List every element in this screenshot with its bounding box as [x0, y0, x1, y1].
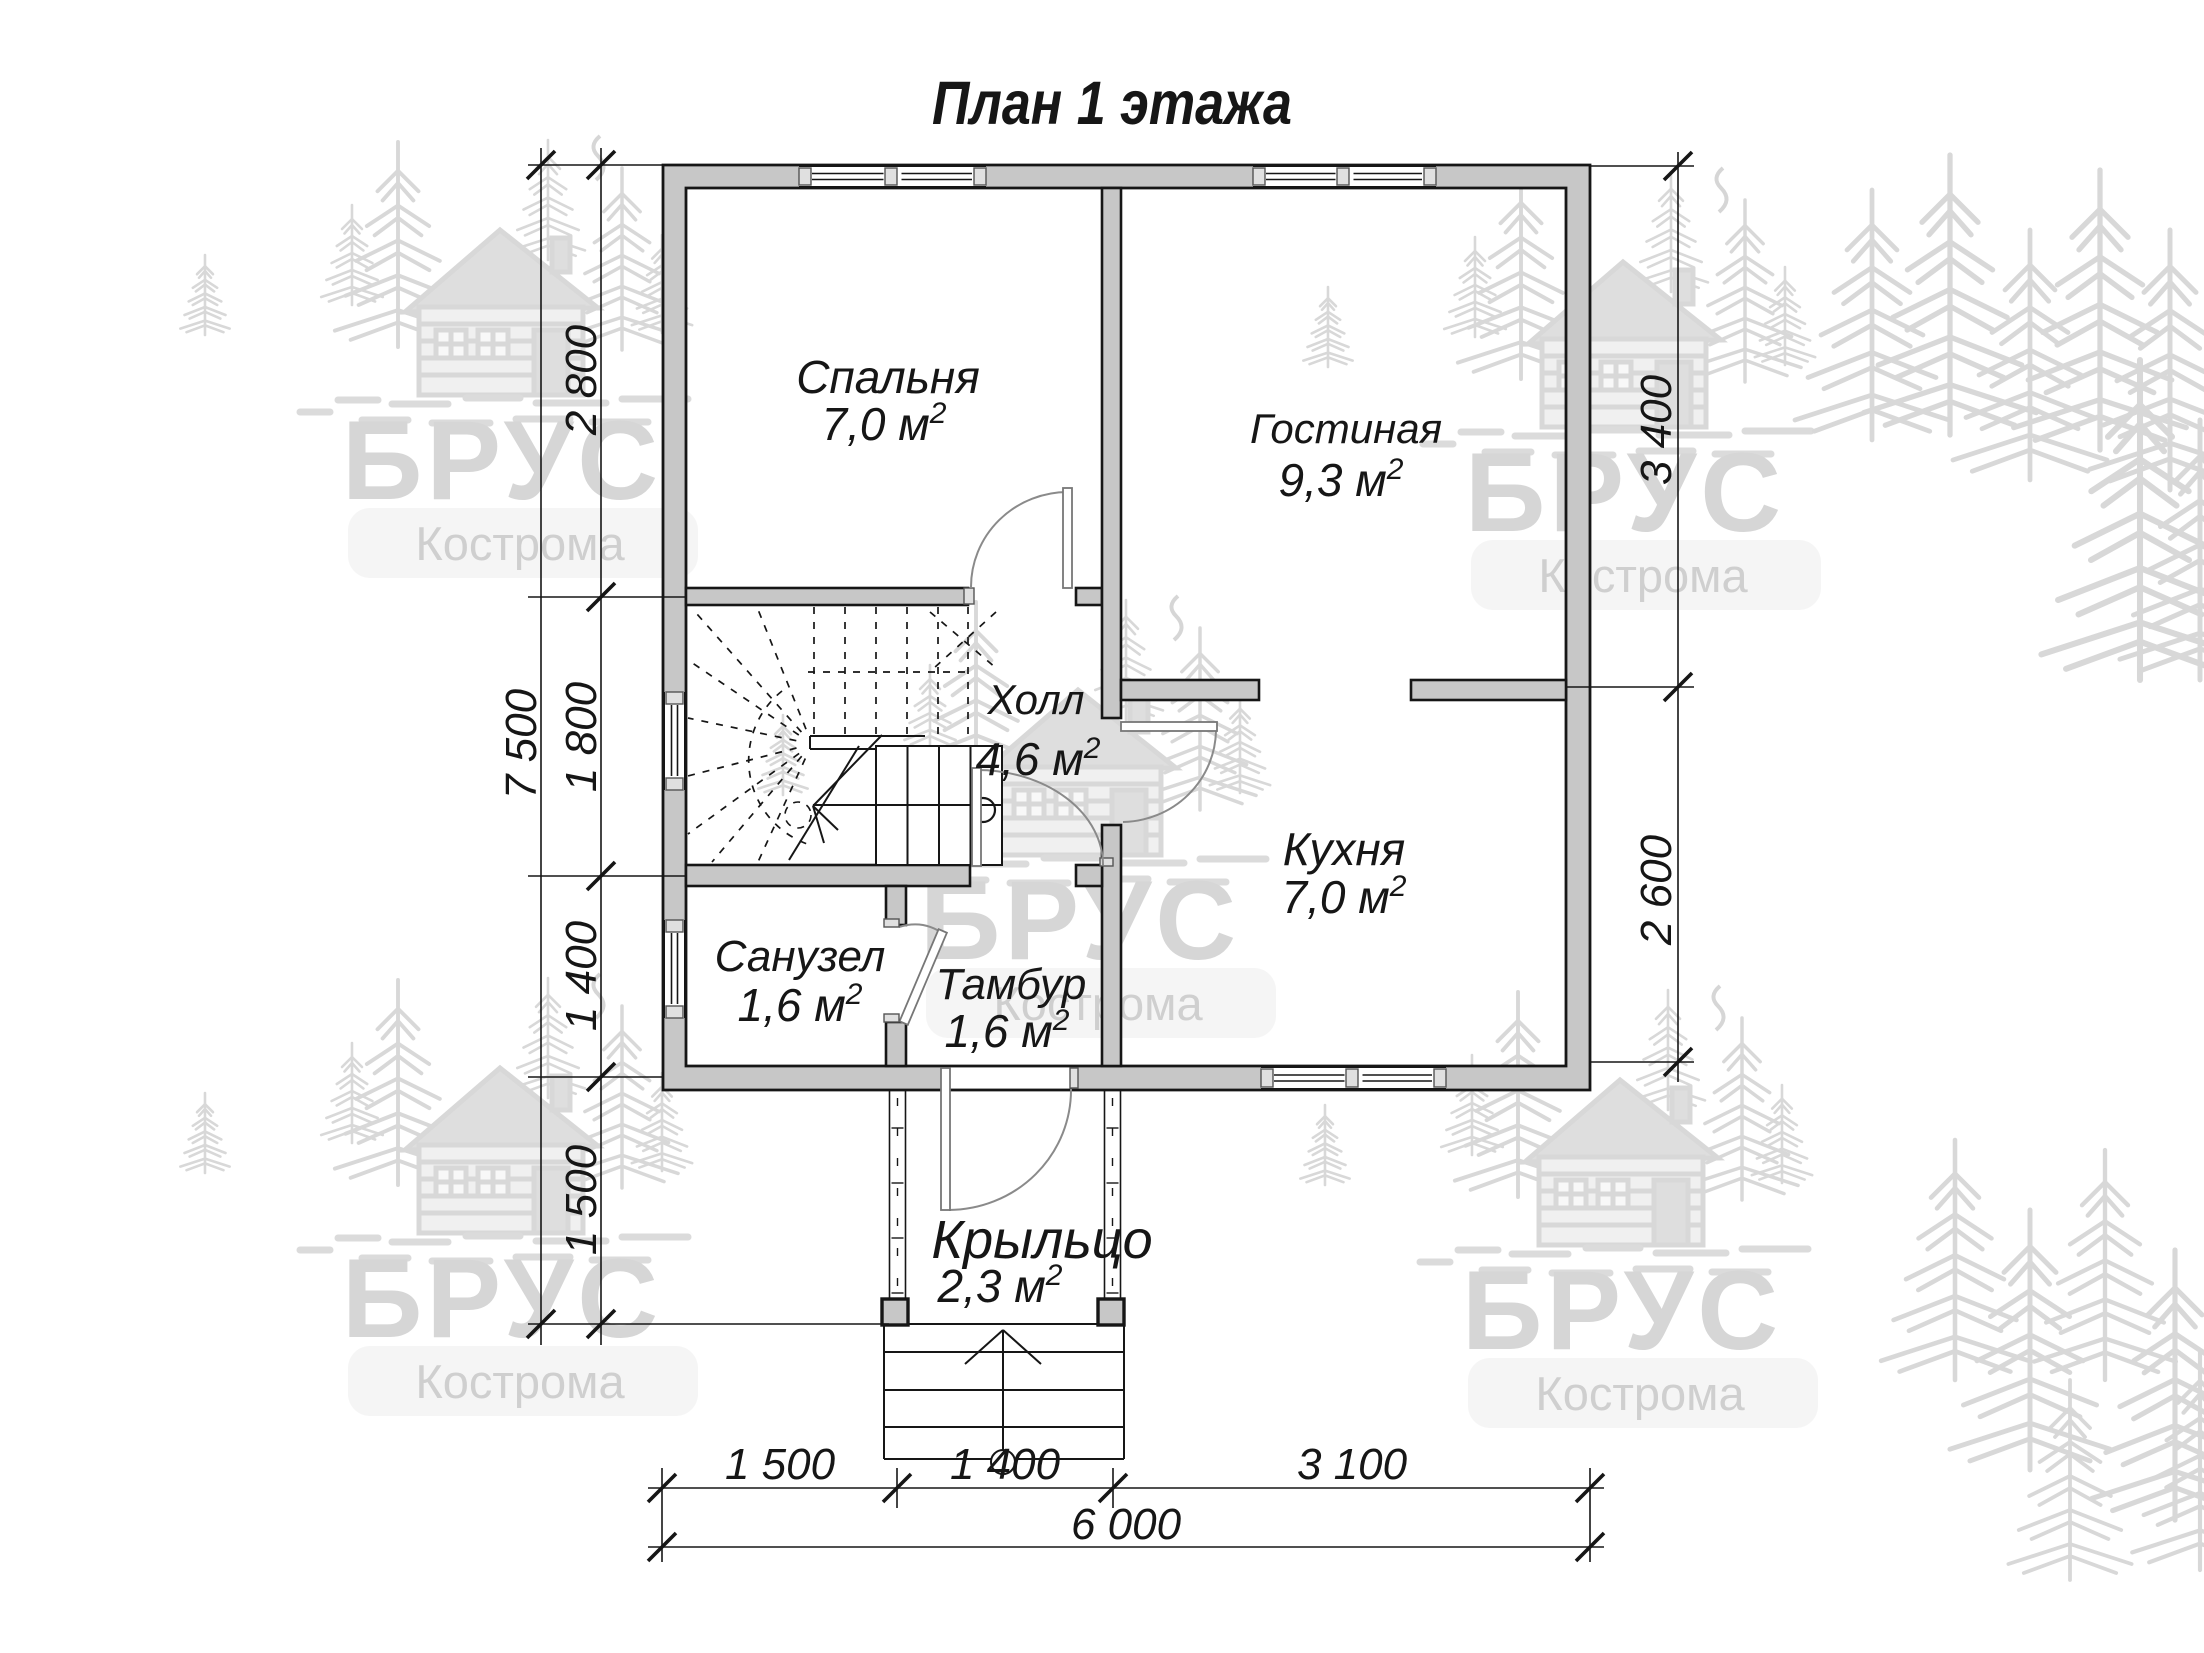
svg-text:БРУС: БРУС — [1462, 1248, 1782, 1373]
svg-text:7 500: 7 500 — [497, 688, 546, 799]
svg-text:4,6 м2: 4,6 м2 — [976, 732, 1101, 785]
svg-text:6 000: 6 000 — [1071, 1500, 1182, 1549]
svg-text:1,6 м2: 1,6 м2 — [945, 1004, 1070, 1057]
svg-text:Кострома: Кострома — [1535, 1367, 1745, 1420]
svg-text:Гостиная: Гостиная — [1250, 405, 1442, 452]
svg-text:2,3 м2: 2,3 м2 — [937, 1259, 1063, 1312]
svg-text:9,3 м2: 9,3 м2 — [1279, 453, 1404, 506]
svg-text:Холл: Холл — [987, 676, 1085, 723]
svg-text:1 400: 1 400 — [950, 1440, 1061, 1489]
svg-text:1 400: 1 400 — [557, 920, 606, 1031]
svg-text:1,6 м2: 1,6 м2 — [738, 978, 863, 1031]
svg-text:2 800: 2 800 — [557, 324, 606, 436]
svg-text:Тамбур: Тамбур — [936, 960, 1087, 1009]
svg-text:3 100: 3 100 — [1297, 1440, 1408, 1489]
svg-text:1 500: 1 500 — [557, 1144, 606, 1255]
svg-text:План 1 этажа: План 1 этажа — [932, 69, 1292, 137]
svg-text:Кострома: Кострома — [415, 517, 625, 570]
svg-text:Кострома: Кострома — [993, 977, 1203, 1030]
svg-text:БРУС: БРУС — [1465, 430, 1785, 555]
svg-text:Крыльцо: Крыльцо — [931, 1210, 1152, 1270]
svg-text:7,0 м2: 7,0 м2 — [1282, 870, 1407, 923]
svg-text:БРУС: БРУС — [342, 1236, 662, 1361]
svg-text:3 400: 3 400 — [1632, 374, 1681, 485]
svg-text:1 500: 1 500 — [725, 1440, 836, 1489]
svg-text:2 600: 2 600 — [1632, 834, 1681, 946]
svg-text:БРУС: БРУС — [342, 398, 662, 523]
svg-text:Санузел: Санузел — [715, 932, 886, 981]
svg-text:7,0 м2: 7,0 м2 — [822, 397, 947, 450]
svg-text:Кострома: Кострома — [415, 1355, 625, 1408]
svg-text:1 800: 1 800 — [557, 681, 606, 792]
svg-text:Спальня: Спальня — [796, 351, 980, 403]
svg-text:Кухня: Кухня — [1283, 823, 1405, 875]
